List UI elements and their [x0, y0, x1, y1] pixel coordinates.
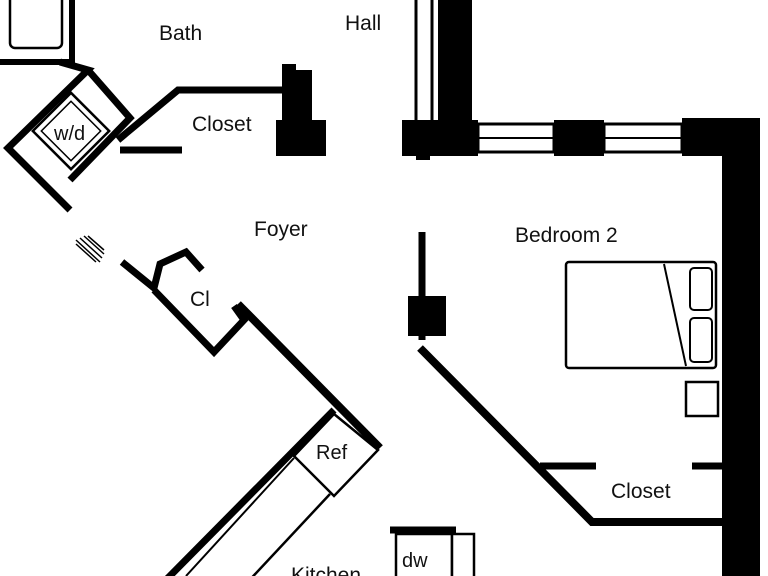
- washer-dryer-unit: [3, 58, 135, 213]
- kitchen-counter-front: [251, 493, 331, 576]
- label-washer-dryer: w/d: [53, 123, 85, 145]
- bedroom-wall-pillar: [408, 296, 446, 336]
- bath-area: [0, 0, 75, 65]
- label-ref: Ref: [316, 442, 348, 464]
- bed-headboard-line: [663, 263, 687, 367]
- label-cl: Cl: [190, 288, 210, 311]
- refrigerator: [164, 407, 380, 576]
- washer-dryer-box-inner: [40, 100, 102, 162]
- laundry-wall: [3, 58, 95, 213]
- wall-block-1: [402, 120, 478, 156]
- cl-wall: [119, 247, 205, 295]
- dw-side: [450, 532, 476, 576]
- closet-wall: [115, 86, 290, 143]
- label-hall: Hall: [345, 12, 381, 35]
- wall-stub: [416, 150, 430, 160]
- label-closet-top: Closet: [192, 113, 252, 136]
- closet-pillar-2: [294, 70, 312, 120]
- kitchen-upper-wall: [235, 301, 383, 451]
- bedroom-left-wall: [408, 232, 722, 526]
- kitchen-counter-outer: [164, 407, 337, 576]
- laundry-wall-inner: [67, 67, 135, 183]
- dishwasher: [390, 526, 476, 576]
- nightstand: [684, 380, 720, 418]
- label-kitchen: Kitchen: [291, 564, 361, 576]
- wall-block-2: [554, 120, 604, 156]
- label-bedroom-2: Bedroom 2: [515, 224, 618, 247]
- dw-box: [394, 532, 454, 576]
- bed: [564, 260, 720, 418]
- top-closet: [115, 64, 326, 156]
- door-marker: [75, 235, 105, 263]
- pillow-1: [689, 267, 713, 311]
- washer-dryer-box: [31, 91, 111, 171]
- bed-frame: [564, 260, 718, 370]
- label-closet-bottom: Closet: [611, 480, 671, 503]
- bedroom-top-wall: [402, 118, 760, 576]
- bedroom-right-wall: [722, 118, 760, 576]
- pillow-2: [689, 317, 713, 363]
- label-dishwasher: dw: [402, 550, 428, 572]
- closet-pillar-base: [276, 120, 326, 156]
- door-hatch: [75, 235, 105, 263]
- bedroom-diagonal-wall: [417, 345, 722, 526]
- cl-wall-2: [151, 287, 249, 358]
- coat-closet: [119, 247, 383, 451]
- kitchen-counter-inner: [185, 457, 295, 576]
- label-bath: Bath: [159, 22, 202, 45]
- hall-walls: [414, 0, 472, 130]
- hall-thick-wall: [438, 0, 472, 130]
- bathtub: [8, 0, 64, 50]
- label-foyer: Foyer: [254, 218, 308, 241]
